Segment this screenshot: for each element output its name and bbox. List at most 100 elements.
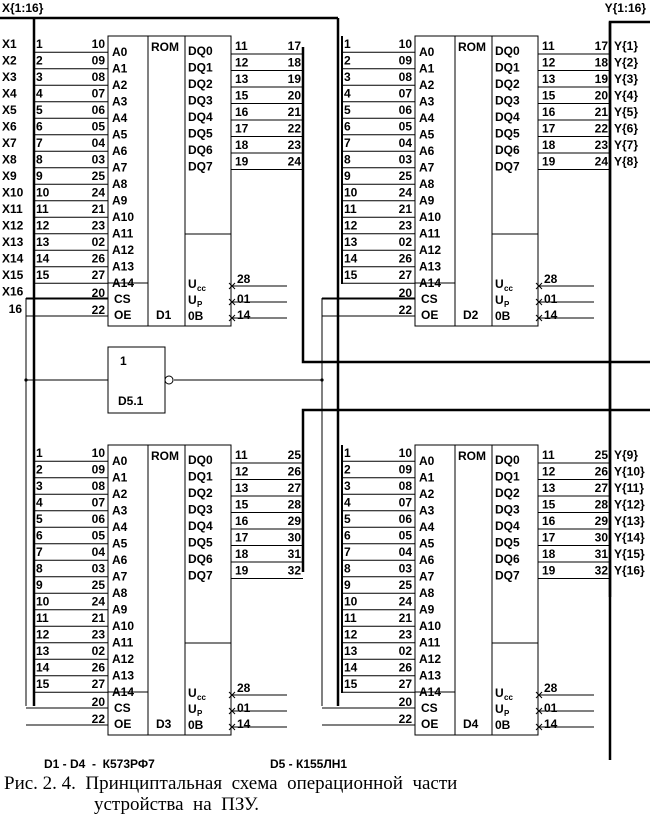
dq-label-DQ6: DQ6 xyxy=(495,552,520,566)
bus-pin-2: 2 xyxy=(344,463,351,477)
bus-pin-7: 7 xyxy=(36,136,43,150)
address-pin-06: 06 xyxy=(399,512,413,526)
address-pin-21: 21 xyxy=(399,611,413,625)
dq-pin-16: 16 xyxy=(235,514,249,528)
dq-pin-15: 15 xyxy=(235,498,249,512)
junction-dot xyxy=(320,378,324,382)
bus-pin-1: 1 xyxy=(344,446,351,460)
address-pin-04: 04 xyxy=(399,545,413,559)
bus-pin-15: 15 xyxy=(36,268,50,282)
address-label-A3: A3 xyxy=(419,504,435,518)
output-bus-pin-21: 21 xyxy=(595,105,609,119)
ob-label: 0B xyxy=(495,309,511,323)
dq-pin-11: 11 xyxy=(542,39,555,53)
output-bus-pin-31: 31 xyxy=(288,547,302,561)
address-label-A9: A9 xyxy=(419,194,435,208)
address-pin-08: 08 xyxy=(92,70,106,84)
bus-pin-14: 14 xyxy=(36,252,50,266)
cs-pin: 20 xyxy=(399,695,413,709)
address-label-A11: A11 xyxy=(419,636,441,650)
bus-pin-6: 6 xyxy=(344,529,351,543)
ucc-subscript: cc xyxy=(504,284,513,293)
bus-pin-2: 2 xyxy=(36,463,43,477)
legend-inverter: D5 - К155ЛН1 xyxy=(270,757,348,771)
address-pin-03: 03 xyxy=(399,153,413,167)
address-label-A10: A10 xyxy=(419,210,441,224)
ucc-subscript: cc xyxy=(197,693,206,702)
output-label-Y{9}: Y{9} xyxy=(614,448,638,462)
output-label-Y{13}: Y{13} xyxy=(614,514,645,528)
dq-pin-17: 17 xyxy=(542,122,556,136)
dq-label-DQ1: DQ1 xyxy=(495,61,520,75)
output-label-Y{1}: Y{1} xyxy=(614,39,638,53)
address-label-A14: A14 xyxy=(419,276,441,290)
rom-label: ROM xyxy=(458,40,486,54)
bus-pin-12: 12 xyxy=(344,628,358,642)
junction-dot xyxy=(24,378,28,382)
address-pin-07: 07 xyxy=(399,87,413,101)
bus-pin-9: 9 xyxy=(344,169,351,183)
dq-label-DQ5: DQ5 xyxy=(495,127,520,141)
power-pin-01: 01 xyxy=(237,701,251,715)
output-label-Y{15}: Y{15} xyxy=(614,547,645,561)
dq-pin-13: 13 xyxy=(235,481,249,495)
ucc-label: U xyxy=(188,686,197,700)
ucc-label: U xyxy=(188,277,197,291)
input-label-X7: X7 xyxy=(2,136,17,150)
cs-label: CS xyxy=(114,292,131,306)
dq-label-DQ5: DQ5 xyxy=(188,536,213,550)
up-label: U xyxy=(495,702,504,716)
power-pin-28: 28 xyxy=(544,272,558,286)
output-label-Y{4}: Y{4} xyxy=(614,89,638,103)
dq-label-DQ2: DQ2 xyxy=(495,77,520,91)
dq-pin-11: 11 xyxy=(235,39,248,53)
address-label-A7: A7 xyxy=(112,570,128,584)
dq-label-DQ3: DQ3 xyxy=(188,503,213,517)
nc-mark xyxy=(228,282,236,290)
address-pin-26: 26 xyxy=(399,252,413,266)
output-bus-pin-22: 22 xyxy=(595,122,609,136)
bus-pin-1: 1 xyxy=(344,37,351,51)
address-pin-24: 24 xyxy=(92,186,106,200)
address-pin-26: 26 xyxy=(399,661,413,675)
input-label-X12: X12 xyxy=(2,219,24,233)
address-pin-09: 09 xyxy=(92,54,106,68)
bus-pin-5: 5 xyxy=(344,103,351,117)
power-pin-01: 01 xyxy=(544,292,558,306)
output-bus-pin-24: 24 xyxy=(595,155,609,169)
input-label-X13: X13 xyxy=(2,235,24,249)
address-label-A0: A0 xyxy=(112,45,128,59)
bus-pin-13: 13 xyxy=(344,235,358,249)
bus-pin-15: 15 xyxy=(344,677,358,691)
chip-box-D4 xyxy=(414,444,539,736)
address-pin-25: 25 xyxy=(92,578,106,592)
address-pin-21: 21 xyxy=(92,202,106,216)
up-label: U xyxy=(188,293,197,307)
address-pin-09: 09 xyxy=(92,463,106,477)
bus-pin-10: 10 xyxy=(36,595,50,609)
dq-label-DQ5: DQ5 xyxy=(495,536,520,550)
dq-pin-12: 12 xyxy=(235,465,249,479)
address-label-A5: A5 xyxy=(112,128,128,142)
dq-pin-11: 11 xyxy=(542,448,555,462)
address-pin-09: 09 xyxy=(399,54,413,68)
output-bus-pin-19: 19 xyxy=(595,72,609,86)
dq-label-DQ4: DQ4 xyxy=(495,110,520,124)
dq-pin-13: 13 xyxy=(235,72,249,86)
chip-name-D2: D2 xyxy=(463,308,479,322)
bus-pin-7: 7 xyxy=(344,136,351,150)
oe-pin: 22 xyxy=(399,712,413,726)
address-pin-23: 23 xyxy=(92,219,106,233)
oe-pin: 22 xyxy=(92,712,106,726)
output-bus-pin-30: 30 xyxy=(288,531,302,545)
bus-pin-13: 13 xyxy=(36,644,50,658)
output-bus-pin-30: 30 xyxy=(595,531,609,545)
output-label-Y{3}: Y{3} xyxy=(614,72,638,86)
address-pin-10: 10 xyxy=(92,446,106,460)
address-label-A2: A2 xyxy=(112,487,128,501)
output-bus-pin-29: 29 xyxy=(595,514,609,528)
oe-pin: 22 xyxy=(399,303,413,317)
bus-pin-12: 12 xyxy=(344,219,358,233)
address-label-A11: A11 xyxy=(112,636,134,650)
